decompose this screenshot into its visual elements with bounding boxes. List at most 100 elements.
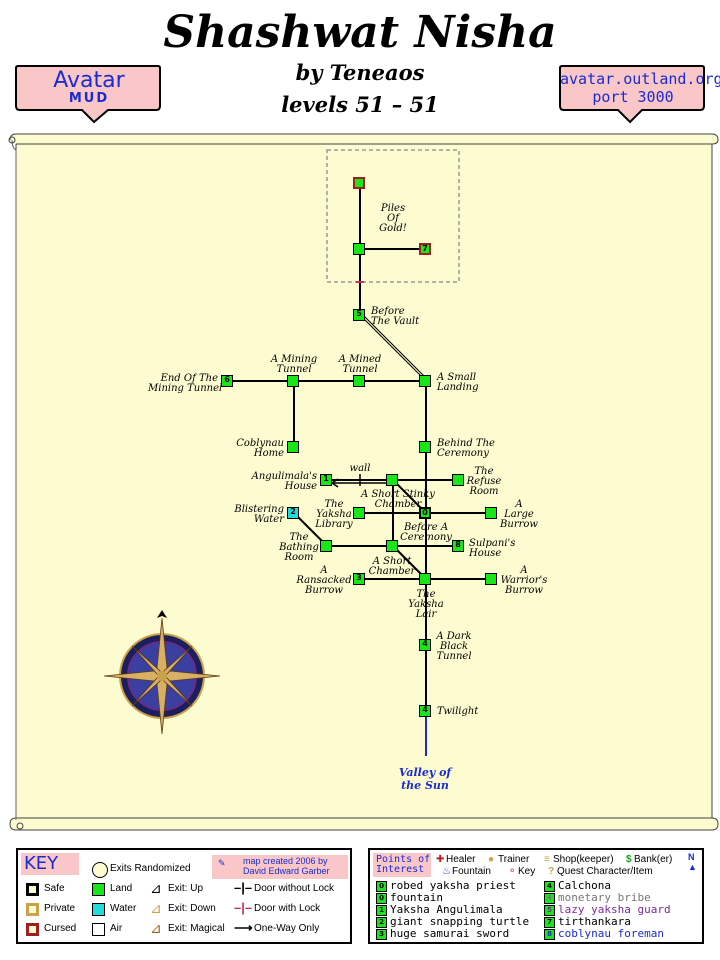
- poi-left-room-number: 3: [376, 928, 387, 940]
- room-yaksha-lair[interactable]: [419, 573, 431, 585]
- room-yaksha-library[interactable]: [353, 507, 365, 519]
- poi-left-label: huge samurai sword: [390, 927, 510, 940]
- land-swatch: [92, 883, 105, 896]
- room-blistering-water[interactable]: 2: [287, 507, 299, 519]
- room-before-vault[interactable]: 5: [353, 309, 365, 321]
- poi-right-label: lazy yaksha guard: [558, 903, 671, 916]
- room-angulimala-house[interactable]: 1: [320, 474, 332, 486]
- poi-title-bg: [373, 853, 431, 877]
- poi-left-room-number: 0: [376, 880, 387, 892]
- label-sulpani-house: Sulpani's House: [469, 538, 516, 559]
- badge-mud-text: MUD: [68, 91, 110, 106]
- key-credit-line2: David Edward Garber: [243, 866, 330, 876]
- map-title: Shashwat Nisha: [163, 7, 557, 58]
- room-end-mining-tunnel[interactable]: 6: [221, 375, 233, 387]
- label-small-landing: A Small Landing: [437, 372, 479, 393]
- label-mining-tunnel: A Mining Tunnel: [270, 354, 318, 375]
- room-behind-ceremony[interactable]: [419, 441, 431, 453]
- key-air: Air: [110, 923, 123, 934]
- label-short-stinky-chamber: A Short Stinky Chamber: [361, 489, 435, 510]
- key-title: KEY: [24, 853, 59, 874]
- label-ransacked-burrow: A Ransacked Burrow: [296, 565, 352, 596]
- key-exits-randomized: Exits Randomized: [110, 863, 191, 874]
- badge-avatar-text: Avatar: [53, 68, 125, 93]
- room-refuse-room[interactable]: [452, 474, 464, 486]
- shop-icon: ≡: [544, 854, 550, 865]
- label-piles-of-gold: Piles Of Gold!: [379, 203, 407, 234]
- room-coblynau-home[interactable]: [287, 441, 299, 453]
- room-piles-center[interactable]: [353, 243, 365, 255]
- label-twilight: Twilight: [437, 706, 479, 717]
- poi-left-room-number: 1: [376, 904, 387, 916]
- key-exit-down: Exit: Down: [168, 903, 216, 914]
- room-dark-black-tunnel[interactable]: 4: [419, 639, 431, 651]
- key-door-lock: Door with Lock: [254, 903, 321, 914]
- cursed-swatch: [26, 923, 39, 936]
- points-of-interest-panel: Points of Interest ✚ Healer ● Trainer ≡ …: [368, 848, 704, 944]
- room-center[interactable]: 0: [419, 507, 431, 519]
- private-swatch: [26, 903, 39, 916]
- poi-right-label: coblynau foreman: [558, 927, 664, 940]
- room-short-stinky-chamber[interactable]: [386, 474, 398, 486]
- poi-left-room-number: 2: [376, 916, 387, 928]
- room-warriors-burrow[interactable]: [485, 573, 497, 585]
- map-levels: levels 51 – 51: [281, 92, 439, 117]
- room-ransacked-burrow[interactable]: 3: [353, 573, 365, 585]
- poi-left-label: robed yaksha priest: [390, 879, 516, 892]
- room-large-burrow[interactable]: [485, 507, 497, 519]
- poi-right-room-number: 5: [544, 904, 555, 916]
- room-mined-tunnel[interactable]: [353, 375, 365, 387]
- label-end-mining-tunnel: End Of The Mining Tunnel: [148, 373, 223, 394]
- key-icon: ⚬: [508, 866, 517, 877]
- label-large-burrow: A Large Burrow: [500, 499, 538, 530]
- server-port: port 3000: [592, 88, 674, 106]
- poi-bank: Bank(er): [634, 854, 673, 865]
- poi-left-label: fountain: [390, 891, 443, 904]
- poi-left-label: Yaksha Angulimala: [390, 903, 503, 916]
- room-bathing-room[interactable]: [320, 540, 332, 552]
- poi-right-room-number: 7: [544, 916, 555, 928]
- key-safe: Safe: [44, 883, 65, 894]
- poi-shop: Shop(keeper): [553, 854, 614, 865]
- poi-right-room-number: 8: [544, 928, 555, 940]
- room-piles-north[interactable]: [353, 177, 365, 189]
- room-mining-tunnel[interactable]: [287, 375, 299, 387]
- room-short-chamber[interactable]: [386, 540, 398, 552]
- key-exit-magical: Exit: Magical: [168, 923, 225, 934]
- room-small-landing[interactable]: [419, 375, 431, 387]
- room-twilight[interactable]: 4: [419, 705, 431, 717]
- avatar-mud-badge: [15, 65, 161, 124]
- label-refuse-room: The Refuse Room: [466, 466, 502, 497]
- label-valley-of-the-sun[interactable]: Valley of the Sun: [398, 766, 452, 792]
- key-private: Private: [44, 903, 76, 914]
- air-swatch: [92, 923, 105, 936]
- poi-fountain: Fountain: [452, 866, 491, 877]
- key-door-no-lock: Door without Lock: [254, 883, 335, 894]
- label-dark-black-tunnel: A Dark Black Tunnel: [436, 631, 472, 662]
- vault-zone: [326, 149, 460, 283]
- label-wall: wall: [349, 463, 371, 474]
- poi-right-label: monetary bribe: [558, 891, 651, 904]
- fountain-icon: ♨: [442, 866, 451, 877]
- pencil-icon: ✎: [218, 858, 226, 868]
- label-before-ceremony: Before A Ceremony: [400, 522, 452, 543]
- key-water: Water: [110, 903, 137, 914]
- randomized-circle-icon: [92, 862, 108, 878]
- door-lock-icon: –|–: [234, 900, 253, 915]
- server-address[interactable]: avatar.outland.org: [560, 70, 720, 88]
- quest-icon: ?: [548, 866, 555, 877]
- poi-key: Key: [518, 866, 536, 877]
- room-sulpani-house[interactable]: 8: [452, 540, 464, 552]
- key-credit-line1: map created 2006 by: [243, 856, 328, 866]
- poi-right-label: Calchona: [558, 879, 611, 892]
- label-angulimala-house: Angulimala's House: [251, 471, 317, 492]
- room-vault-east[interactable]: 7: [419, 243, 431, 255]
- exit-down-icon: ⊿: [150, 900, 162, 916]
- label-yaksha-lair: The Yaksha Lair: [408, 589, 444, 620]
